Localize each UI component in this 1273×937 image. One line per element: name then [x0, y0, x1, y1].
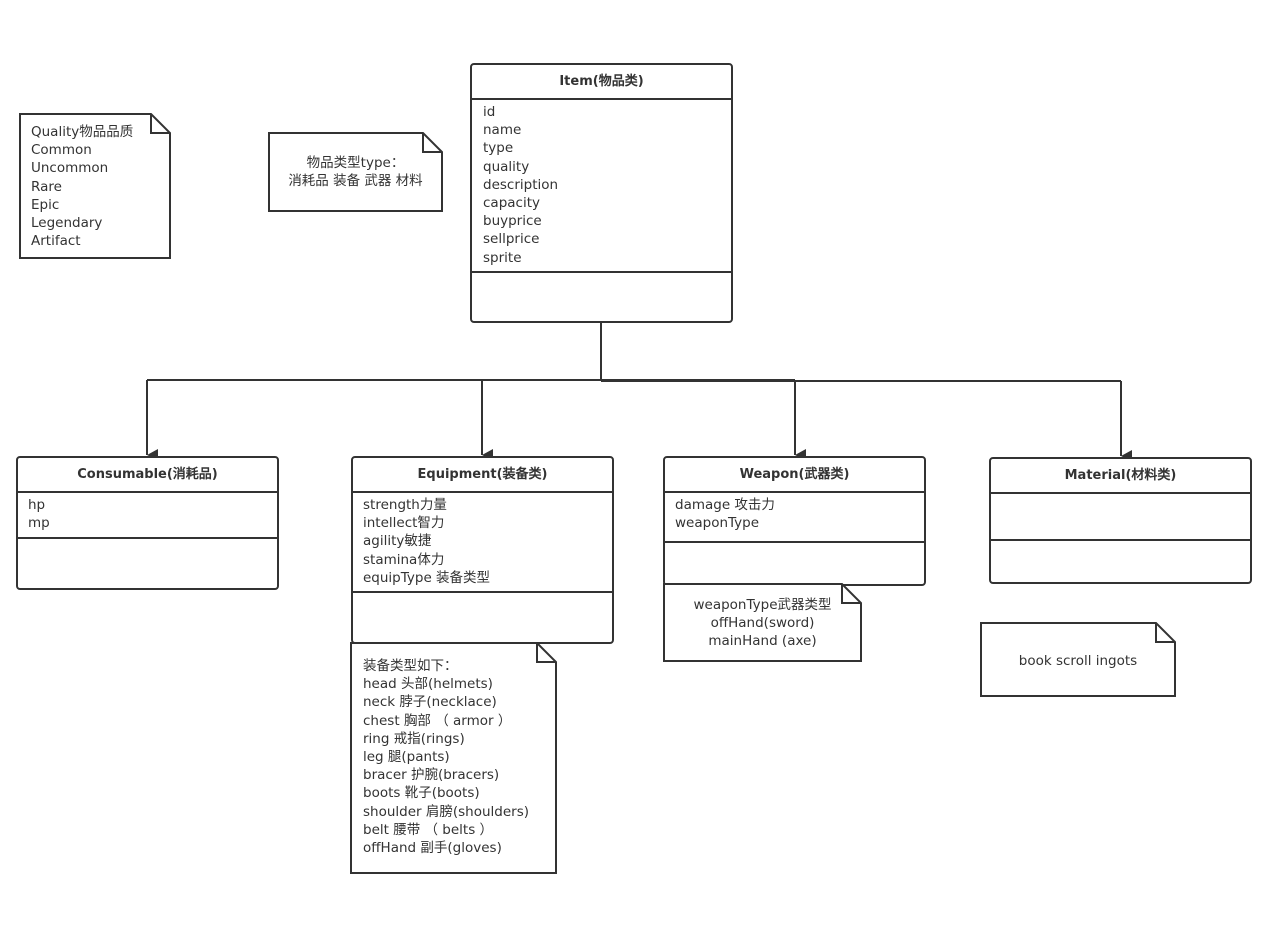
note-line: 物品类型type： — [306, 155, 405, 171]
weapon-class: Weapon(武器类) damage 攻击力 weaponType — [663, 456, 926, 586]
note-shape — [980, 622, 1176, 697]
class-attribute: id — [483, 104, 496, 120]
note-line: offHand(sword) — [710, 615, 815, 632]
note-line: bracer 护腕(bracers) — [363, 767, 500, 784]
equip-type-note: 装备类型如下： head 头部(helmets)neck 脖子(necklace)… — [350, 642, 557, 874]
class-title: Equipment(装备类) — [353, 458, 612, 493]
consumable-class: Consumable(消耗品) hp mp — [16, 456, 279, 590]
attribute-list: hp mp — [18, 493, 277, 539]
class-attribute: type — [483, 140, 514, 157]
class-attribute: stamina体力 — [363, 551, 445, 568]
class-attribute: buyprice — [483, 213, 542, 230]
note-line: weaponType武器类型 — [693, 597, 832, 613]
note-shape — [268, 132, 443, 212]
attribute-list: damage 攻击力 weaponType — [665, 493, 924, 543]
class-attribute: quality — [483, 158, 530, 175]
note-line: ring 戒指(rings) — [363, 730, 465, 747]
note-line: Artifact — [31, 233, 81, 250]
note-line: book scroll ingots — [1018, 653, 1138, 669]
equip-type-list: 装备类型如下： head 头部(helmets)neck 脖子(necklace)… — [363, 657, 529, 857]
note-shape — [663, 583, 862, 662]
note-line: 装备类型如下： — [363, 658, 458, 674]
class-attribute: hp — [28, 497, 46, 513]
class-attribute: weaponType — [675, 515, 760, 532]
note-line: Rare — [31, 178, 62, 195]
note-line: neck 脖子(necklace) — [363, 694, 497, 711]
material-note-text: book scroll ingots — [980, 652, 1176, 670]
note-line: chest 胸部 （ armor ） — [363, 712, 512, 729]
note-line: Legendary — [31, 215, 103, 232]
note-shape — [350, 642, 557, 874]
class-title: Consumable(消耗品) — [18, 458, 277, 493]
class-attribute: intellect智力 — [363, 515, 445, 532]
note-line: Epic — [31, 196, 60, 213]
type-list: 物品类型type： 消耗品 装备 武器 材料 — [268, 154, 443, 190]
material-note: book scroll ingots — [980, 622, 1176, 697]
attribute-list — [991, 494, 1250, 541]
class-attribute: sprite — [483, 249, 522, 266]
class-attribute: strength力量 — [363, 497, 447, 513]
note-line: boots 靴子(boots) — [363, 785, 480, 802]
class-attribute: damage 攻击力 — [675, 497, 775, 513]
note-line: offHand 副手(gloves) — [363, 840, 502, 857]
note-line: 消耗品 装备 武器 材料 — [288, 173, 423, 190]
class-title: Material(材料类) — [991, 459, 1250, 494]
note-line: Uncommon — [31, 160, 109, 177]
type-note: 物品类型type： 消耗品 装备 武器 材料 — [268, 132, 443, 212]
class-attribute: mp — [28, 515, 50, 532]
class-attribute: name — [483, 122, 522, 139]
class-title: Item(物品类) — [472, 65, 731, 100]
note-line: Common — [31, 142, 92, 159]
note-line: mainHand (axe) — [708, 633, 817, 650]
class-attribute: description — [483, 176, 559, 193]
class-attribute: capacity — [483, 195, 540, 212]
class-title: Weapon(武器类) — [665, 458, 924, 493]
note-line: belt 腰带 （ belts ） — [363, 821, 494, 838]
class-attribute: sellprice — [483, 231, 540, 248]
class-attribute: equipType 装备类型 — [363, 569, 491, 586]
note-shape — [19, 113, 171, 259]
note-line: head 头部(helmets) — [363, 676, 493, 693]
note-line: shoulder 肩膀(shoulders) — [363, 803, 530, 820]
class-attribute: agility敏捷 — [363, 533, 432, 550]
note-line: leg 腿(pants) — [363, 749, 450, 766]
weapon-type-note: weaponType武器类型 offHand(sword)mainHand (ax… — [663, 583, 862, 662]
material-class: Material(材料类) — [989, 457, 1252, 584]
note-line: Quality物品品质 — [31, 124, 134, 140]
weapon-type-list: weaponType武器类型 offHand(sword)mainHand (ax… — [663, 596, 862, 651]
